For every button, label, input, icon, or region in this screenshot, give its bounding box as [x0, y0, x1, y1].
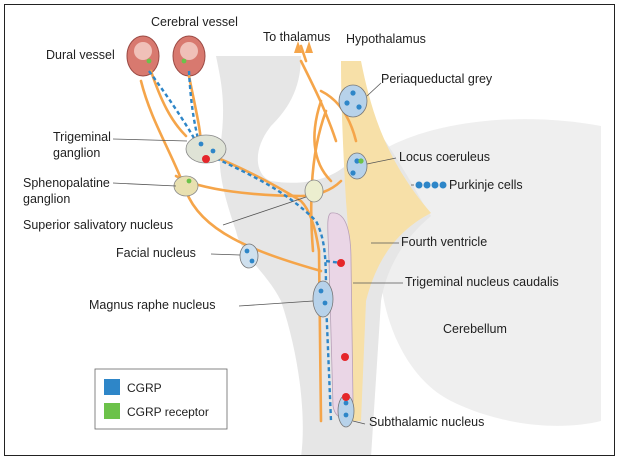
periaqueductal-grey-shape [339, 85, 367, 117]
label-purkinje-cells: Purkinje cells [449, 178, 523, 192]
dural-vessel-shape [127, 36, 159, 76]
label-cerebral-vessel: Cerebral vessel [151, 15, 238, 29]
label-cerebellum: Cerebellum [443, 322, 507, 336]
label-facial-nucleus: Facial nucleus [116, 246, 196, 260]
magnus-raphe-shape [313, 281, 333, 317]
legend-label-cgrp-receptor: CGRP receptor [127, 405, 209, 419]
legend: CGRP CGRP receptor [95, 369, 227, 429]
legend-swatch-cgrp [104, 379, 120, 395]
label-trigeminal-ganglion-line2: ganglion [53, 146, 100, 160]
label-trigeminal-ganglion-line1: Trigeminal [53, 130, 111, 144]
label-dural-vessel: Dural vessel [46, 48, 115, 62]
sphenopalatine-ganglion-shape [174, 176, 198, 196]
label-subthalamic-nucleus: Subthalamic nucleus [369, 415, 484, 429]
legend-label-cgrp: CGRP [127, 381, 162, 395]
locus-coeruleus-shape [347, 153, 367, 179]
label-sphenopalatine-line2: ganglion [23, 192, 70, 206]
diagram-frame: Cerebral vessel Dural vessel To thalamus… [4, 4, 615, 456]
label-locus-coeruleus: Locus coeruleus [399, 150, 490, 164]
label-to-thalamus: To thalamus [263, 30, 330, 44]
label-fourth-ventricle: Fourth ventricle [401, 235, 487, 249]
label-superior-salivatory: Superior salivatory nucleus [23, 218, 173, 232]
superior-salivatory-shape [305, 180, 323, 202]
label-sphenopalatine-line1: Sphenopalatine [23, 176, 110, 190]
facial-nucleus-shape [240, 244, 258, 268]
label-hypothalamus: Hypothalamus [346, 32, 426, 46]
cerebral-vessel-shape [173, 36, 205, 76]
label-magnus-raphe: Magnus raphe nucleus [89, 298, 215, 312]
cgrp-pathway-diagram: Cerebral vessel Dural vessel To thalamus… [5, 5, 615, 456]
label-periaqueductal-grey: Periaqueductal grey [381, 72, 493, 86]
label-trigeminal-caudalis: Trigeminal nucleus caudalis [405, 275, 559, 289]
cerebellum-shape [381, 119, 601, 426]
legend-swatch-cgrp-receptor [104, 403, 120, 419]
